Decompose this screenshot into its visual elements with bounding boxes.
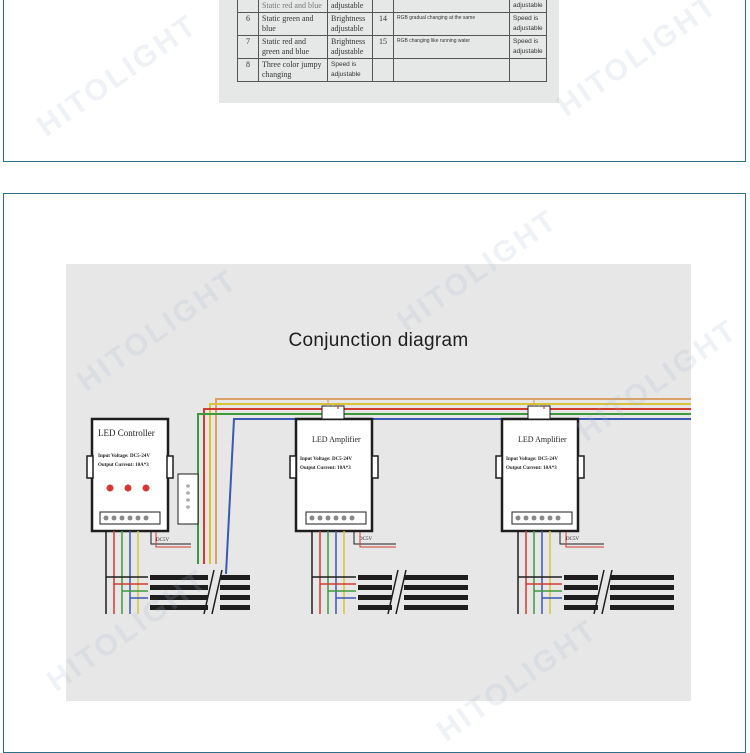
wire-yellow — [209, 403, 691, 564]
led-strip — [150, 569, 250, 615]
amplifier-name: LED Amplifier — [312, 435, 361, 444]
amplifier-input-wires — [327, 399, 545, 409]
diagram-title: Conjunction diagram — [288, 330, 469, 351]
wire-green — [197, 413, 691, 564]
amplifier-dc-label: DC5V — [359, 537, 372, 542]
amplifier-current: Output Current: 10A*3 — [506, 466, 557, 471]
watermark: HITOLIGHT — [551, 0, 725, 124]
watermark: HITOLIGHT — [31, 8, 205, 144]
table-cell: Brightness adjustable — [327, 12, 373, 36]
amplifier-current: Output Current: 10A*3 — [300, 466, 351, 471]
table-cell: Static red and green and blue — [258, 35, 328, 59]
led-strip — [564, 569, 674, 615]
table-row: 6 Static green and blue Brightness adjus… — [237, 12, 547, 36]
bus-wires — [197, 398, 691, 575]
mode-table-photo: Static red and blue adjustable adjustabl… — [219, 0, 559, 103]
wire-red — [203, 408, 691, 564]
table-cell — [372, 58, 394, 82]
amplifier-dc-label: DC5V — [566, 537, 579, 542]
mode-table-panel: Static red and blue adjustable adjustabl… — [3, 0, 746, 162]
wire-orange — [215, 398, 691, 564]
mode-table: Static red and blue adjustable adjustabl… — [237, 0, 547, 82]
table-row: Static red and blue adjustable adjustabl… — [237, 0, 547, 13]
led-controller: LED Controller Input Voltage: DC5-24V Ou… — [86, 417, 199, 548]
wiring-diagram: LED Controller Input Voltage: DC5-24V Ou… — [86, 398, 691, 615]
table-row: 8 Three color jumpy changing Speed is ad… — [237, 58, 547, 82]
table-cell: Speed is adjustable — [327, 58, 373, 82]
diagram-panel: Conjunction diagram LED Controller Input… — [3, 193, 746, 753]
table-cell: Speed is adjustable — [509, 12, 547, 36]
conjunction-diagram: Conjunction diagram LED Controller Input… — [66, 264, 691, 701]
table-row: 7 Static red and green and blue Brightne… — [237, 35, 547, 59]
table-cell: adjustable — [327, 0, 373, 13]
table-cell: 6 — [237, 12, 259, 36]
led-indicator — [124, 484, 132, 492]
amplifier-name: LED Amplifier — [518, 435, 567, 444]
controller-dc-label: DC5V — [156, 538, 169, 543]
table-cell: RGB changing like running water — [393, 35, 510, 59]
table-cell: adjustable — [509, 0, 547, 13]
led-amplifier-2: LED Amplifier Input Voltage: DC5-24V Out… — [495, 405, 674, 615]
table-cell: Three color jumpy changing — [258, 58, 328, 82]
table-cell: RGB gradual changing at the same — [393, 12, 510, 36]
controller-voltage: Input Voltage: DC5-24V — [98, 454, 150, 459]
amplifier-voltage: Input Voltage: DC5-24V — [506, 457, 558, 462]
led-indicator — [106, 484, 114, 492]
led-amplifier-1: LED Amplifier Input Voltage: DC5-24V Out… — [289, 405, 468, 615]
table-cell: Speed is adjustable — [509, 35, 547, 59]
table-cell: 7 — [237, 35, 259, 59]
table-cell — [509, 58, 547, 82]
controller-output-wires — [105, 531, 148, 614]
table-cell: Brightness adjustable — [327, 35, 373, 59]
table-cell — [393, 58, 510, 82]
table-cell: 15 — [372, 35, 394, 59]
led-indicator — [142, 484, 150, 492]
table-cell: Static green and blue — [258, 12, 328, 36]
controller-name: LED Controller — [98, 428, 155, 438]
amplifier-voltage: Input Voltage: DC5-24V — [300, 457, 352, 462]
table-cell: 8 — [237, 58, 259, 82]
led-strip — [358, 569, 468, 615]
controller-current: Output Current: 10A*3 — [98, 463, 149, 468]
table-cell: Static red and blue — [258, 0, 328, 13]
table-cell: 14 — [372, 12, 394, 36]
